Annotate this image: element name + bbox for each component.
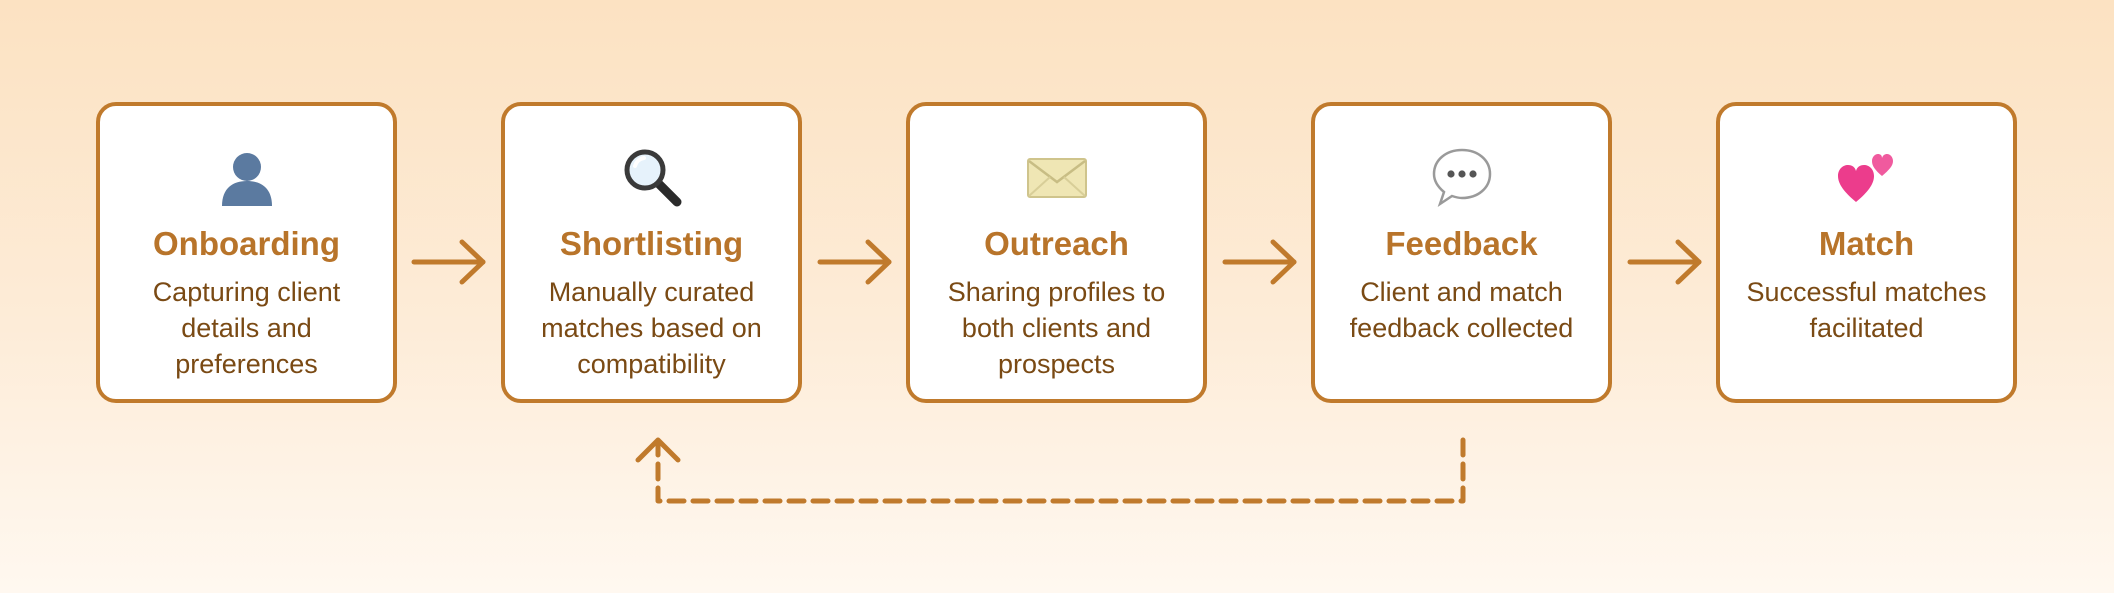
step-title: Match	[1818, 225, 1915, 262]
arrow-onboarding-to-shortlisting	[411, 239, 486, 285]
envelope-icon	[910, 146, 1203, 208]
arrow-shortlisting-to-outreach	[817, 239, 892, 285]
step-card-onboarding: Onboarding Capturing client details and …	[96, 102, 397, 403]
step-card-feedback: Feedback Client and match feedback colle…	[1311, 102, 1612, 403]
step-card-match: Match Successful matches facilitated	[1716, 102, 2017, 403]
person-icon	[100, 146, 393, 208]
step-description: Capturing client details and preferences	[152, 277, 341, 379]
arrow-outreach-to-feedback	[1222, 239, 1297, 285]
step-title: Outreach	[984, 225, 1129, 262]
arrow-feedback-to-match	[1627, 239, 1702, 285]
step-title: Onboarding	[153, 225, 340, 262]
step-description: Client and match feedback collected	[1349, 277, 1574, 343]
step-title: Shortlisting	[559, 225, 744, 262]
feedback-loop-dashed-arrow	[635, 437, 1466, 504]
two-hearts-icon	[1720, 146, 2013, 208]
step-description: Successful matches facilitated	[1746, 277, 1987, 343]
speech-bubble-icon	[1315, 146, 1608, 208]
step-card-shortlisting: Shortlisting Manually curated matches ba…	[501, 102, 802, 403]
step-description: Manually curated matches based on compat…	[541, 277, 762, 379]
magnifier-icon	[505, 146, 798, 208]
step-title: Feedback	[1385, 225, 1538, 262]
step-card-outreach: Outreach Sharing profiles to both client…	[906, 102, 1207, 403]
step-description: Sharing profiles to both clients and pro…	[947, 277, 1166, 379]
